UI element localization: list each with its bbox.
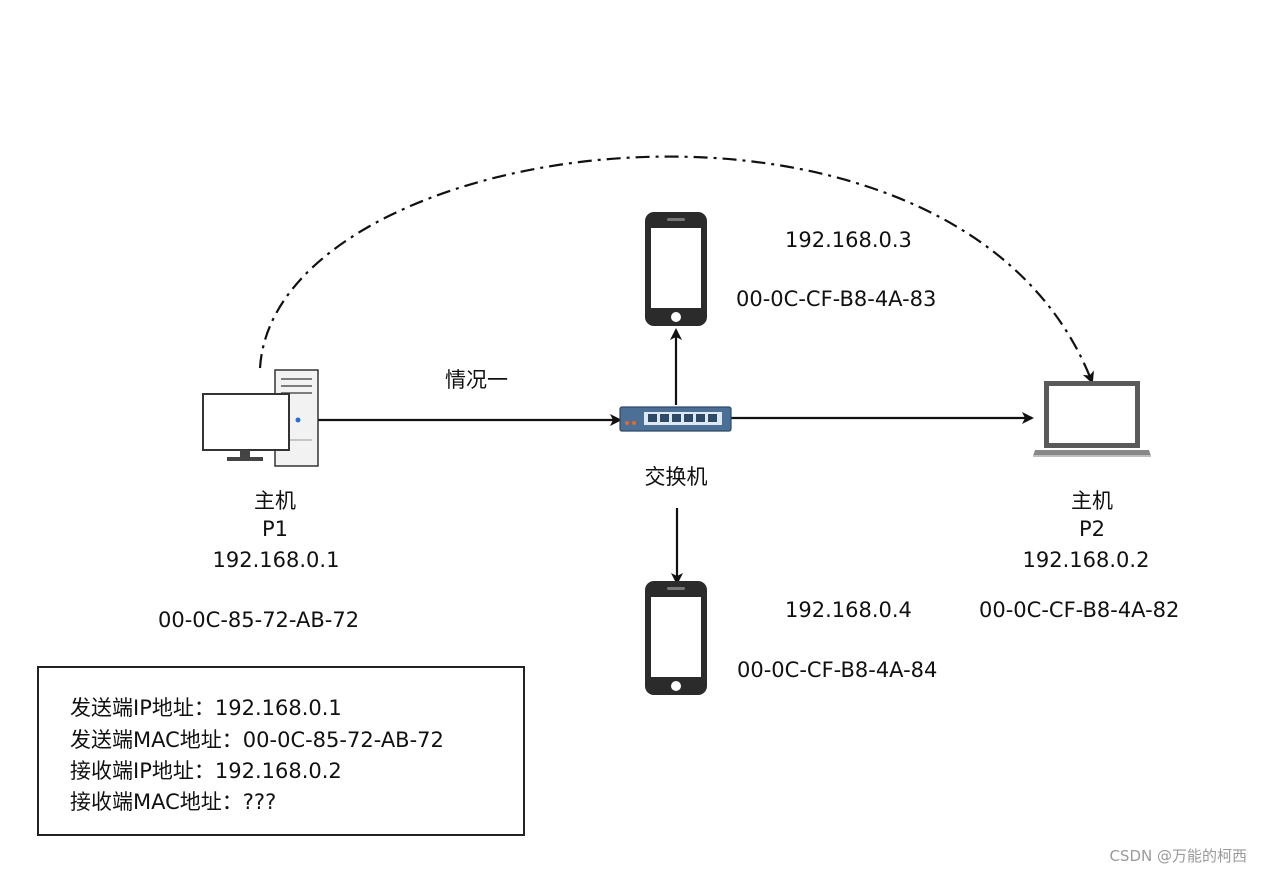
host-p1-type: 主机	[254, 489, 296, 513]
phone-top-ip: 192.168.0.3	[785, 228, 912, 252]
desktop-computer-icon	[202, 369, 319, 467]
address-info-box: 发送端IP地址：192.168.0.1 发送端MAC地址：00-0C-85-72…	[37, 666, 525, 836]
laptop-icon	[1033, 381, 1151, 457]
receiver-ip-line: 接收端IP地址：192.168.0.2	[70, 759, 342, 783]
phone-bottom-ip: 192.168.0.4	[785, 598, 912, 622]
host-p2-type: 主机	[1071, 489, 1113, 513]
watermark: CSDN @万能的柯西	[1109, 847, 1247, 865]
sender-mac-line: 发送端MAC地址：00-0C-85-72-AB-72	[70, 728, 444, 752]
host-p1-name: P1	[261, 517, 289, 541]
smartphone-icon	[645, 581, 707, 695]
host-p1-mac: 00-0C-85-72-AB-72	[158, 608, 360, 632]
host-p2-ip: 192.168.0.2	[1022, 548, 1150, 572]
host-p2-name: P2	[1078, 517, 1106, 541]
phone-bottom-mac: 00-0C-CF-B8-4A-84	[737, 658, 938, 682]
switch-label: 交换机	[644, 465, 708, 489]
phone-top-mac: 00-0C-CF-B8-4A-83	[736, 287, 937, 311]
case-label: 情况一	[445, 368, 508, 392]
sender-ip-line: 发送端IP地址：192.168.0.1	[70, 696, 342, 720]
broadcast-arc	[258, 155, 1094, 384]
receiver-mac-line: 接收端MAC地址：???	[70, 790, 277, 814]
host-p1-ip: 192.168.0.1	[212, 548, 340, 572]
network-switch-icon	[619, 406, 732, 432]
host-p2-mac: 00-0C-CF-B8-4A-82	[979, 598, 1180, 622]
smartphone-icon	[645, 212, 707, 326]
